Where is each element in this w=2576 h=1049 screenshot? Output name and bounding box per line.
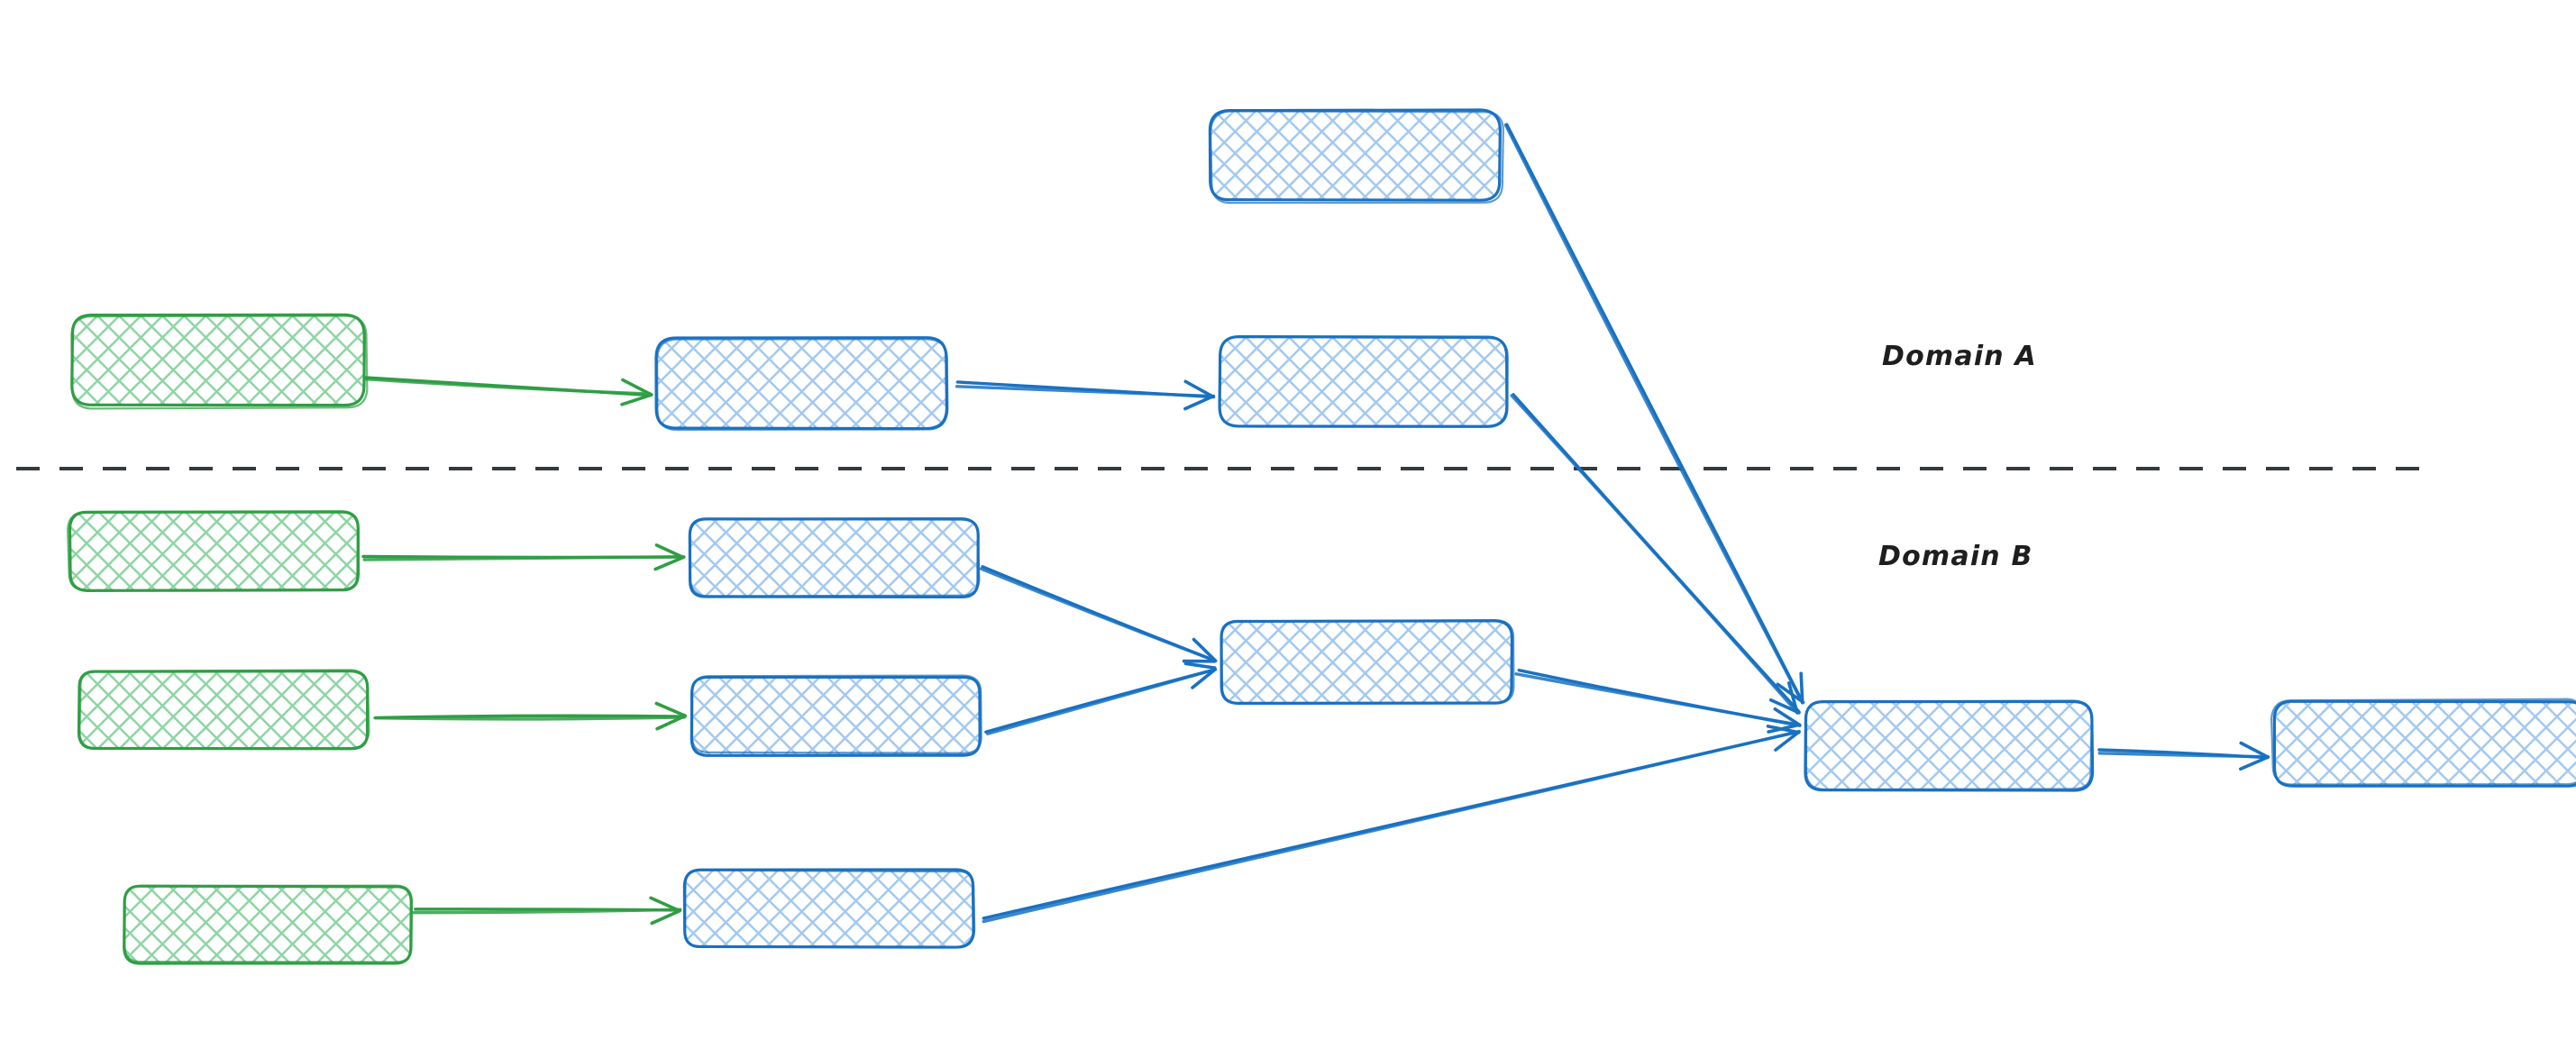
edge-b-mid-3-to-b-sink-1 [982, 725, 1801, 924]
edge-b-src-3-to-b-mid-3 [412, 896, 682, 926]
node-b-mid-2[interactable] [690, 674, 982, 757]
node-layer [66, 108, 2576, 965]
edge-b-mid-2-to-b-merge-1 [984, 661, 1218, 735]
node-b-src-3[interactable] [123, 884, 414, 965]
node-b-src-2[interactable] [77, 669, 370, 751]
node-b-sink-1[interactable] [1804, 699, 2095, 792]
edge-b-merge-1-to-b-sink-1 [1514, 669, 1802, 734]
node-a-top-1[interactable] [1208, 108, 1504, 205]
edge-a-src-1-to-a-mid-1 [361, 376, 653, 406]
label-domain-a: Domain A [1882, 341, 2037, 372]
edge-a-top-1-to-b-sink-1 [1503, 123, 1805, 705]
node-a-mid-1[interactable] [654, 336, 949, 431]
edge-b-sink-1-to-b-out-1 [2097, 741, 2270, 771]
edge-b-src-1-to-b-mid-1 [361, 543, 686, 571]
edge-b-mid-1-to-b-merge-1 [979, 565, 1218, 663]
node-a-right-1[interactable] [1218, 334, 1509, 428]
label-domain-b: Domain B [1878, 541, 2033, 572]
node-b-src-1[interactable] [66, 510, 361, 592]
node-b-mid-1[interactable] [688, 516, 981, 599]
node-b-out-1[interactable] [2270, 698, 2576, 788]
edge-b-src-2-to-b-mid-2 [373, 701, 688, 731]
node-b-merge-1[interactable] [1219, 619, 1515, 705]
edge-a-right-1-to-b-sink-1 [1510, 393, 1801, 715]
node-a-src-1[interactable] [70, 313, 369, 410]
node-b-mid-3[interactable] [682, 868, 976, 949]
edge-a-mid-1-to-a-right-1 [955, 379, 1216, 411]
edge-layer [361, 123, 2270, 926]
